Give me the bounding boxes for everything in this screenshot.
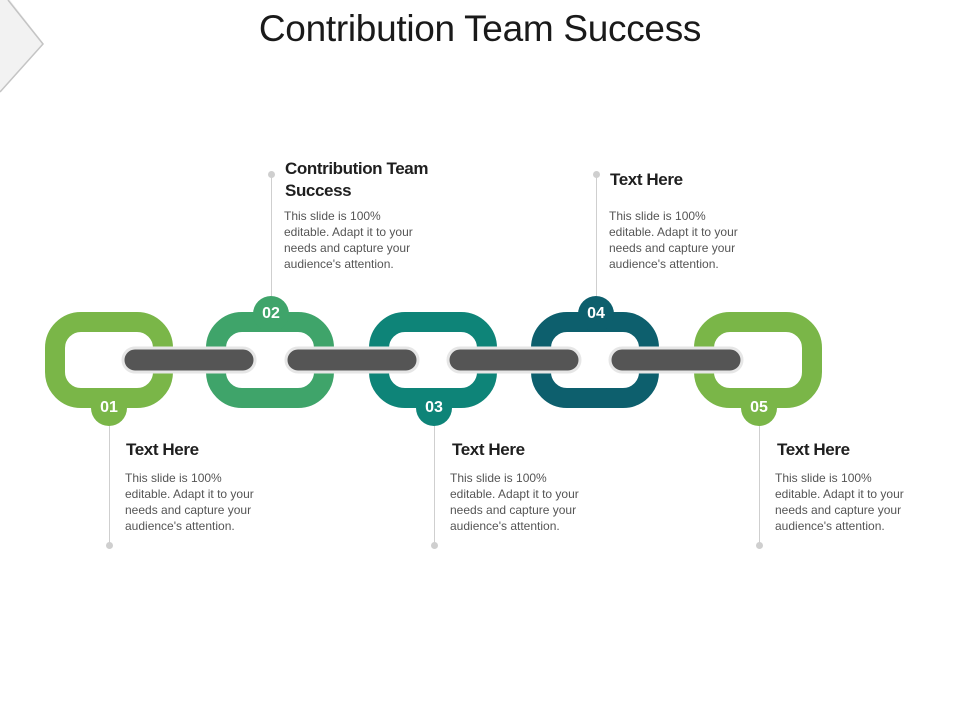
- chain-connector-4: [608, 346, 744, 374]
- step-description: This slide is 100% editable. Adapt it to…: [450, 471, 579, 533]
- corner-decoration: [0, 0, 44, 93]
- leader-line: [109, 426, 110, 544]
- leader-dot: [106, 542, 113, 549]
- chain-connector-1: [121, 346, 257, 374]
- leader-line: [596, 176, 597, 296]
- leader-dot: [756, 542, 763, 549]
- step-heading: Contribution Team Success: [285, 159, 429, 200]
- page-title: Contribution Team Success: [258, 8, 702, 49]
- leader-line: [759, 426, 760, 544]
- step-heading: Text Here: [452, 440, 525, 459]
- step-description: This slide is 100% editable. Adapt it to…: [775, 471, 904, 533]
- step-number-badge: 01: [91, 390, 127, 426]
- chain-connector-3: [446, 346, 582, 374]
- step-heading: Text Here: [610, 170, 683, 189]
- step-number-badge: 02: [253, 296, 289, 332]
- step-heading: Text Here: [777, 440, 850, 459]
- leader-dot: [593, 171, 600, 178]
- chain-connector-2: [284, 346, 420, 374]
- leader-dot: [268, 171, 275, 178]
- step-description: This slide is 100% editable. Adapt it to…: [609, 209, 738, 271]
- step-number-badge: 05: [741, 390, 777, 426]
- step-number-badge: 03: [416, 390, 452, 426]
- leader-line: [434, 426, 435, 544]
- step-description: This slide is 100% editable. Adapt it to…: [284, 209, 413, 271]
- step-number-badge: 04: [578, 296, 614, 332]
- step-heading: Text Here: [126, 440, 199, 459]
- leader-line: [271, 176, 272, 296]
- step-description: This slide is 100% editable. Adapt it to…: [125, 471, 254, 533]
- leader-dot: [431, 542, 438, 549]
